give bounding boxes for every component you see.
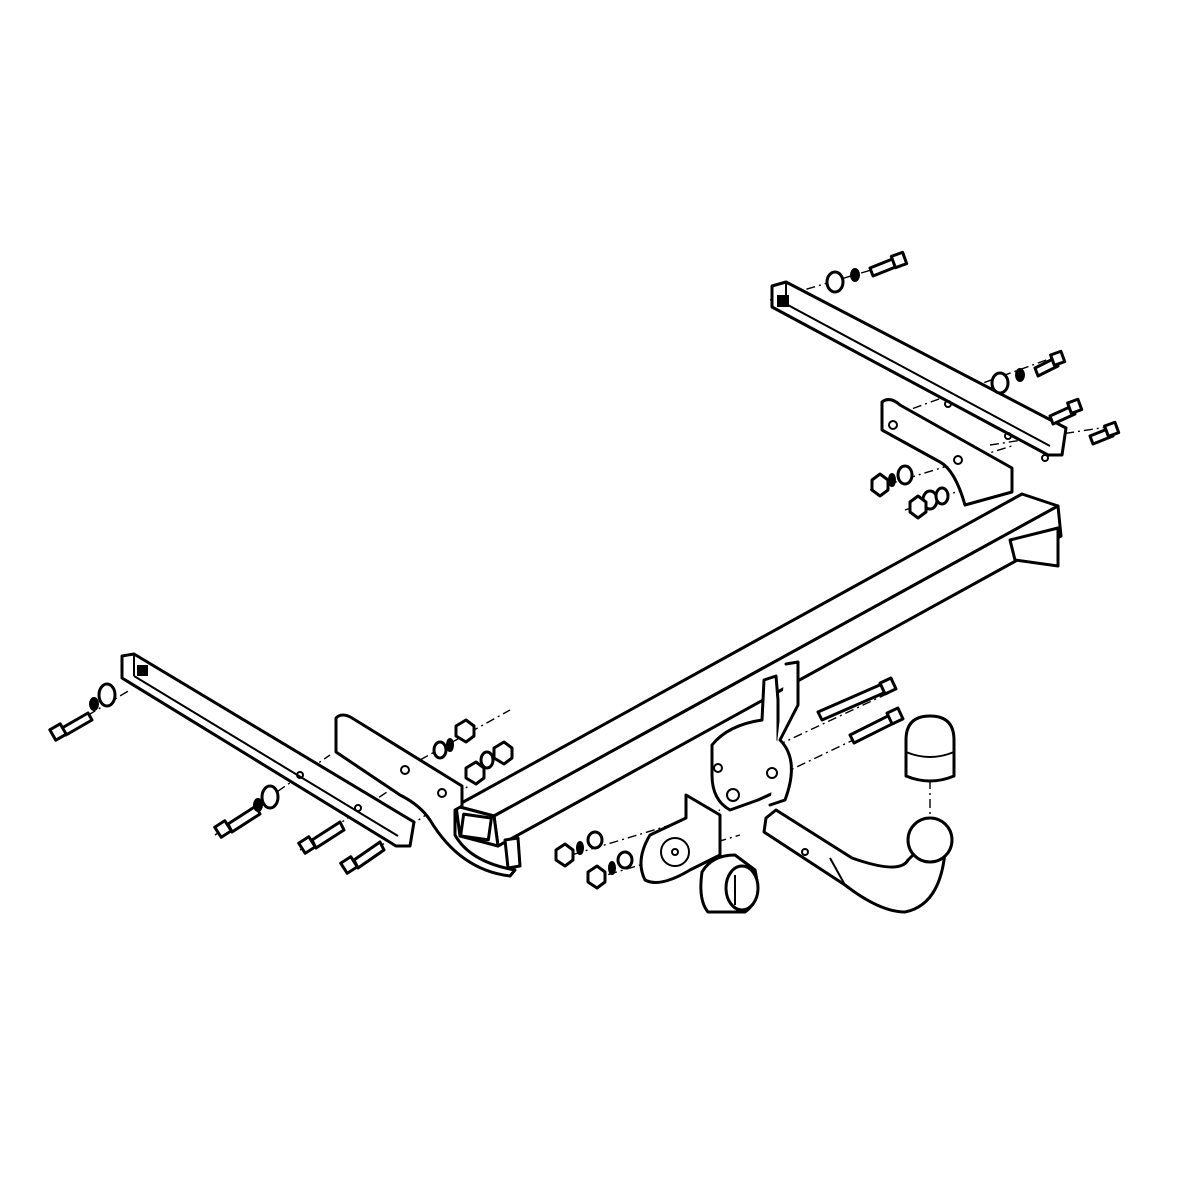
nut-icon [586, 864, 607, 890]
spring-washer-icon [89, 697, 99, 711]
washer-icon [432, 740, 448, 760]
bolts [48, 250, 1121, 875]
washer-icon [97, 682, 117, 708]
right-mounting-bracket [880, 398, 1014, 507]
nut-icon [464, 760, 486, 786]
washer-icon [934, 486, 950, 506]
nut-icon [137, 665, 148, 676]
bolt-icon [1033, 349, 1067, 378]
spring-washer-icon [253, 798, 263, 812]
left-side-plate [120, 652, 416, 848]
washer-icon [616, 850, 634, 870]
right-side-plate [770, 280, 1068, 462]
spring-washer-icon [1015, 368, 1025, 382]
washer-icon [260, 784, 280, 810]
nut-icon [454, 718, 476, 744]
nuts [446, 472, 928, 890]
crossbar-tube [454, 492, 1063, 870]
tow-ball-arm [762, 808, 954, 914]
bolt-icon [48, 711, 94, 742]
electrical-socket [699, 853, 760, 914]
spring-washer-icon [850, 268, 860, 282]
bolt-icon [213, 804, 262, 839]
bolt-icon [868, 250, 909, 278]
bolt-icon [1048, 397, 1084, 426]
tow-ball [906, 816, 954, 864]
hitch-mounting-bracket [710, 660, 800, 812]
bolt-icon [1088, 420, 1121, 446]
ball-cover-cap [904, 714, 956, 783]
washer-icon [896, 464, 914, 486]
nut-icon [492, 740, 514, 766]
bolt-icon [848, 706, 905, 745]
left-mounting-bracket [334, 713, 517, 878]
washer-icon [479, 750, 495, 770]
socket-mounting-plate [639, 793, 722, 884]
washer-icon [586, 830, 604, 850]
washer-icon [825, 270, 845, 294]
nut-icon [908, 494, 928, 520]
bolt-icon [297, 820, 346, 855]
washer-icon [990, 371, 1010, 395]
bolt-icon [339, 840, 386, 875]
nut-icon [870, 472, 890, 498]
bolt-icon [816, 676, 898, 722]
nut-icon [777, 295, 789, 307]
nut-icon [554, 842, 575, 868]
